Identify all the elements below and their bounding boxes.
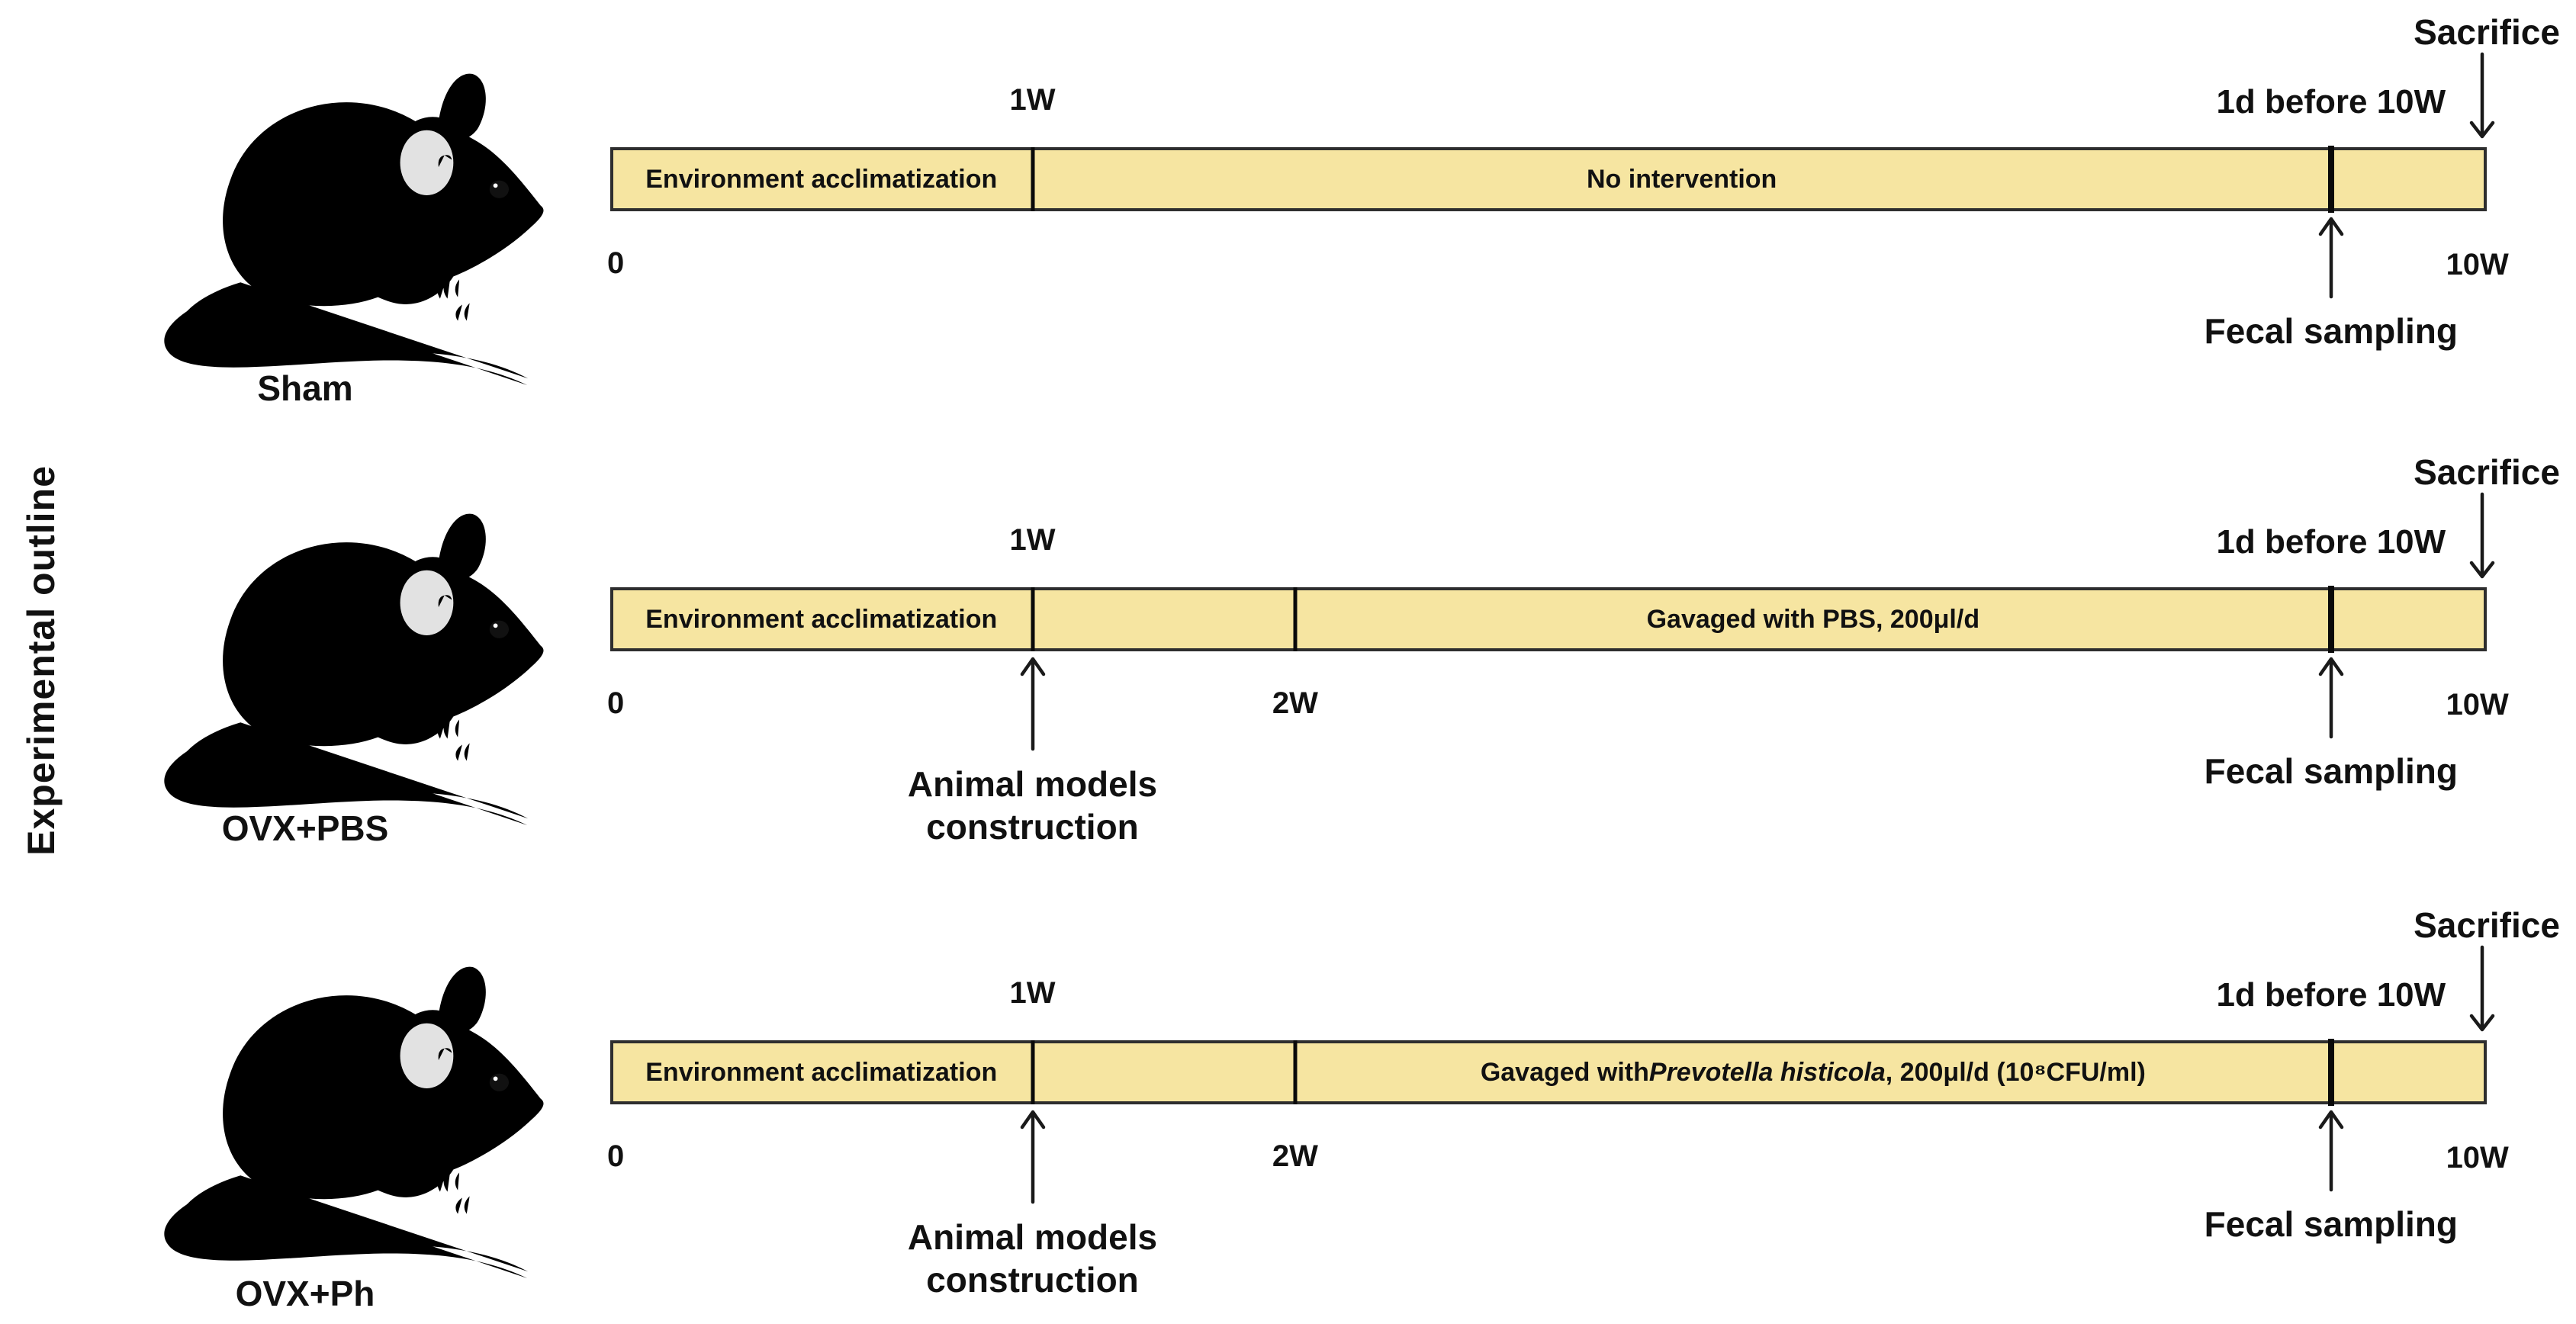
label-animal-models: Animal models construction: [908, 1216, 1157, 1301]
fecal-arrow-icon: [2318, 1110, 2344, 1192]
label-1d-before-10w: 1d before 10W: [2216, 523, 2446, 561]
sacrifice-arrow-icon: [2469, 492, 2495, 579]
label-sacrifice: Sacrifice: [2414, 12, 2560, 52]
segment-label-suffix: , 200μl/d (10⁸CFU/ml): [1885, 1057, 2146, 1087]
fecal-tick: [2327, 586, 2334, 653]
segment-acclimatization: Environment acclimatization: [645, 604, 998, 634]
animal-models-arrow-icon: [1020, 1110, 1045, 1204]
divider-1w: [1031, 147, 1034, 211]
animal-models-arrow-icon: [1020, 657, 1045, 751]
label-10w: 10W: [2446, 1141, 2509, 1175]
label-2w: 2W: [1272, 1139, 1318, 1173]
segment-gavage-prevotella: Gavaged with Prevotella histicola, 200μl…: [1295, 1040, 2331, 1104]
segment-gavage-pbs: Gavaged with PBS, 200μl/d: [1646, 604, 1980, 634]
mouse-icon: [128, 42, 557, 394]
label-sacrifice: Sacrifice: [2414, 905, 2560, 945]
label-10w: 10W: [2446, 248, 2509, 281]
label-10w: 10W: [2446, 688, 2509, 721]
fecal-tick: [2327, 1039, 2334, 1106]
label-1d-before-10w: 1d before 10W: [2216, 83, 2446, 121]
label-1w: 1W: [1009, 976, 1056, 1010]
segment-no-intervention: No intervention: [1586, 164, 1777, 194]
timeline-bar: [610, 147, 2487, 211]
label-week0: 0: [607, 686, 625, 720]
row-ovx-pbs: OVX+PBS Environment acclimatization Gava…: [0, 440, 2576, 893]
segment-acclimatization: Environment acclimatization: [645, 1057, 998, 1087]
label-1d-before-10w: 1d before 10W: [2216, 976, 2446, 1014]
sacrifice-arrow-icon: [2469, 945, 2495, 1032]
label-animal-models-line1: Animal models: [907, 1217, 1158, 1257]
timeline-bar: [610, 1040, 2487, 1104]
timeline-ovx-pbs: Environment acclimatization Gavaged with…: [607, 452, 2560, 847]
label-animal-models-line2: construction: [926, 807, 1139, 847]
timeline-bar: [610, 587, 2487, 651]
label-week0: 0: [607, 1139, 625, 1173]
label-fecal-sampling: Fecal sampling: [2204, 311, 2458, 351]
mouse-icon: [128, 935, 557, 1287]
divider-2w: [1293, 1040, 1298, 1104]
mouse-icon: [128, 482, 557, 834]
label-animal-models-line1: Animal models: [907, 764, 1158, 804]
segment-label-italic: Prevotella histicola: [1648, 1057, 1886, 1087]
group-label: OVX+PBS: [221, 808, 389, 848]
timeline-sham: Environment acclimatization No intervent…: [607, 12, 2560, 351]
row-ovx-ph: OVX+Ph Environment acclimatization Gavag…: [0, 893, 2576, 1324]
label-1w: 1W: [1009, 523, 1056, 557]
label-animal-models-line2: construction: [926, 1260, 1139, 1300]
segment-label-prefix: Gavaged with: [1480, 1057, 1649, 1087]
label-1w: 1W: [1009, 83, 1056, 117]
fecal-arrow-icon: [2318, 657, 2344, 739]
divider-2w: [1293, 587, 1298, 651]
group-label: Sham: [257, 368, 353, 408]
divider-1w: [1031, 587, 1034, 651]
label-fecal-sampling: Fecal sampling: [2204, 1204, 2458, 1244]
label-2w: 2W: [1272, 686, 1318, 720]
timeline-ovx-ph: Environment acclimatization Gavaged with…: [607, 905, 2560, 1300]
group-label: OVX+Ph: [235, 1274, 375, 1313]
label-fecal-sampling: Fecal sampling: [2204, 751, 2458, 791]
label-week0: 0: [607, 246, 625, 280]
label-sacrifice: Sacrifice: [2414, 452, 2560, 492]
row-sham: Sham Environment acclimatization No inte…: [0, 0, 2576, 440]
divider-1w: [1031, 1040, 1034, 1104]
sacrifice-arrow-icon: [2469, 52, 2495, 139]
fecal-tick: [2327, 146, 2334, 213]
fecal-arrow-icon: [2318, 217, 2344, 299]
segment-acclimatization: Environment acclimatization: [645, 164, 998, 194]
label-animal-models: Animal models construction: [908, 763, 1157, 848]
